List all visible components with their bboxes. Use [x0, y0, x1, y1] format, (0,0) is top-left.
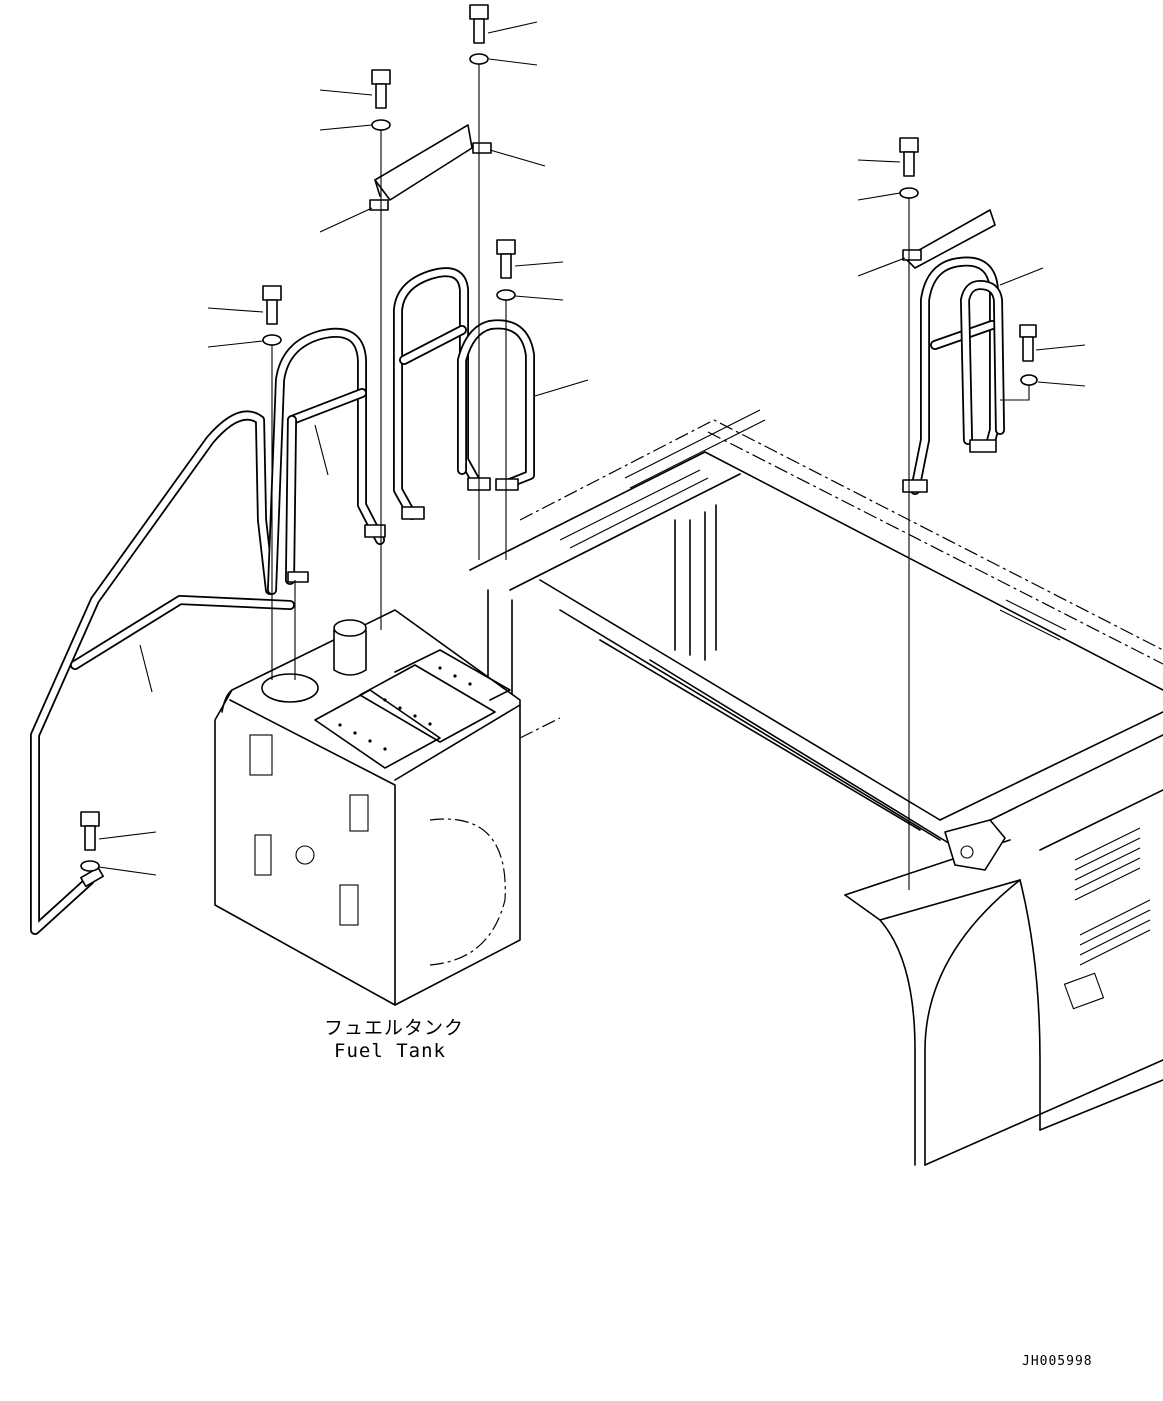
handrail-a [267, 327, 386, 595]
handrail-d [902, 256, 1005, 495]
long-handrail [30, 410, 295, 935]
fuel-tank-label-en: Fuel Tank [334, 1040, 446, 1062]
fuel-tank-label-ja: フュエルタンク [324, 1017, 465, 1039]
handrail-b [393, 267, 491, 520]
fuel-tank [214, 609, 521, 1006]
upper-frame [469, 409, 1163, 1166]
assembly-lines [271, 64, 1030, 890]
leader-lines [98, 21, 1086, 876]
bolts-and-washers [80, 4, 1038, 872]
bracket-plates [369, 124, 996, 269]
drawing-number: JH005998 [1022, 1354, 1093, 1369]
handrail-c [457, 319, 535, 491]
